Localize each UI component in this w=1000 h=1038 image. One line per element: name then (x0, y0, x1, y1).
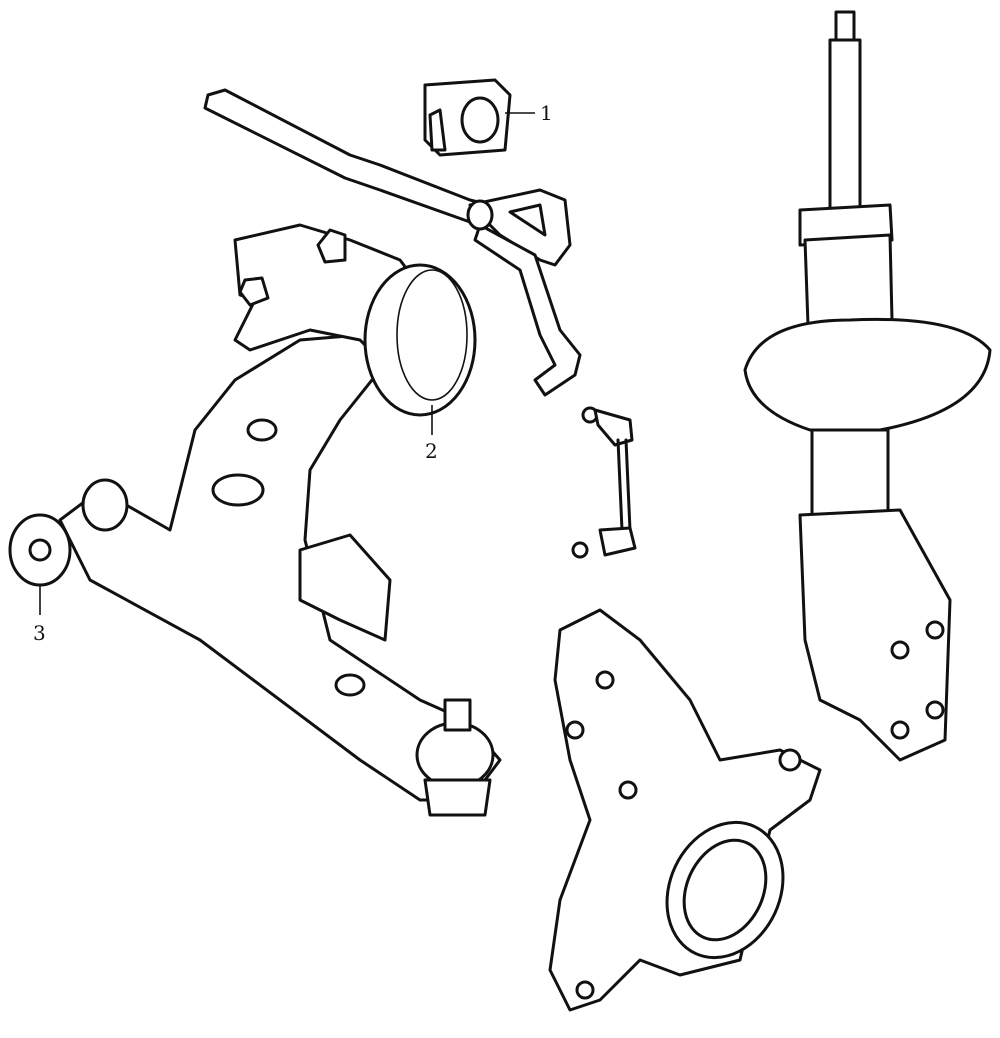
callout-3: 3 (33, 585, 46, 645)
stabilizer-bar (203, 88, 582, 397)
callout-2: 2 (425, 405, 438, 463)
svg-text:3: 3 (33, 621, 46, 645)
steering-knuckle (548, 608, 822, 1012)
lower-control-arm (8, 223, 502, 817)
callout-1: 1 (540, 101, 553, 125)
strut-assembly (743, 10, 992, 762)
stabilizer-bushing (423, 78, 535, 157)
svg-text:1: 1 (540, 101, 553, 125)
stabilizer-link (571, 406, 637, 559)
svg-text:2: 2 (425, 439, 438, 463)
